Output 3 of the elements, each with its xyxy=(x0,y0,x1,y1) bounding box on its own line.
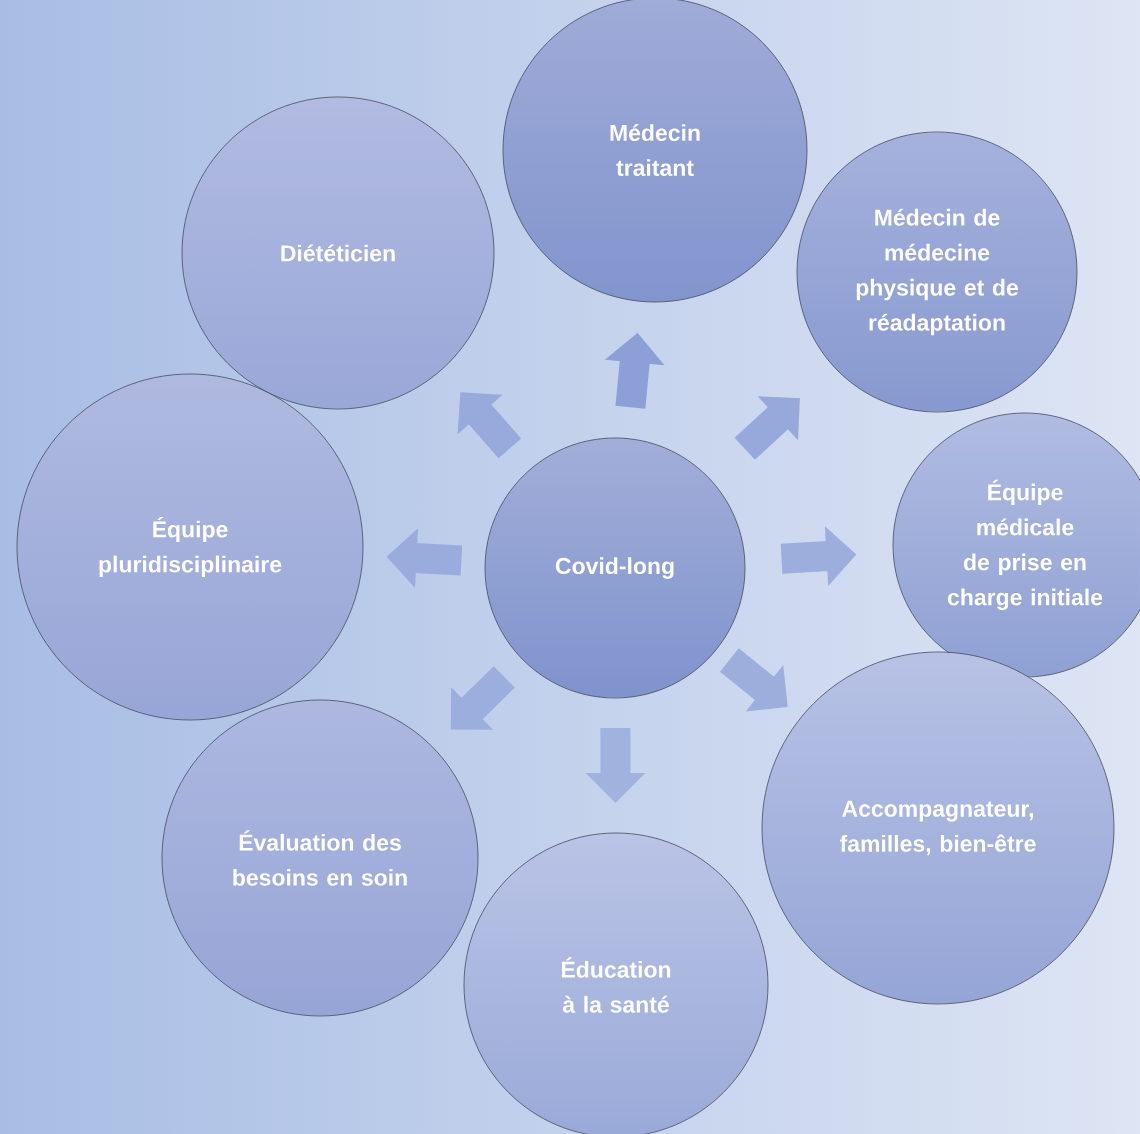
block-arrow xyxy=(450,666,515,730)
block-arrow xyxy=(734,396,800,460)
block-arrow xyxy=(457,392,522,459)
